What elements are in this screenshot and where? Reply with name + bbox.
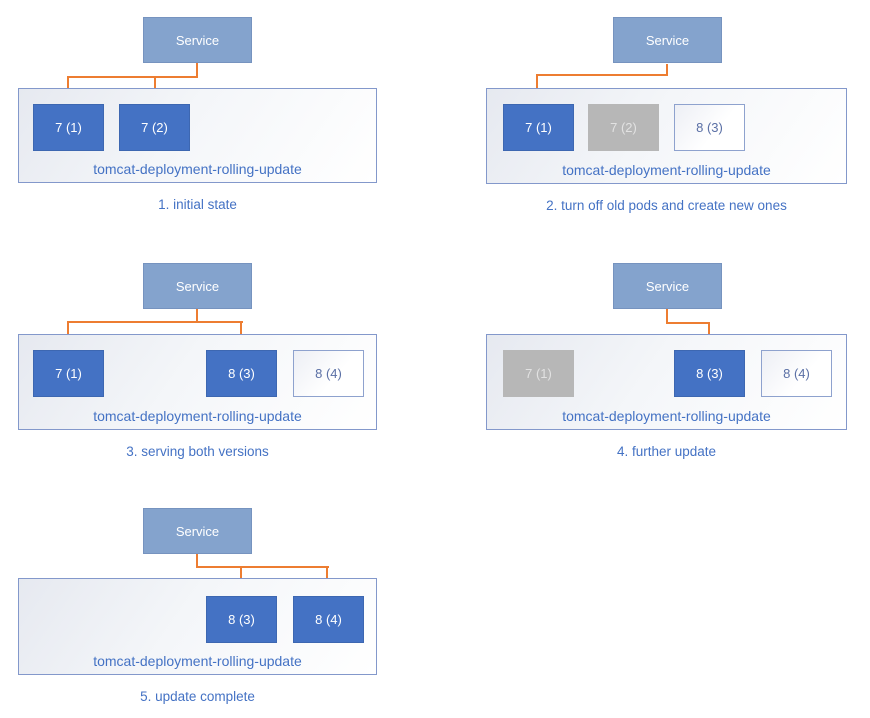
- arrow-drop: [536, 74, 538, 91]
- arrow-drop: [240, 566, 242, 587]
- service-box: Service: [613, 263, 722, 309]
- arrow-drop: [240, 321, 242, 337]
- panel-caption: 4. further update: [616, 444, 717, 459]
- pod-8-4: 8 (4): [293, 350, 364, 397]
- pod-7-1: 7 (1): [503, 350, 574, 397]
- panel-3-serving-both-versions: Service 7 (1) 8 (3) 8 (4) tomcat-deploym…: [0, 240, 435, 480]
- arrow-drop: [326, 566, 328, 587]
- pod-label: 8 (3): [696, 366, 723, 381]
- deployment-box: 8 (3) 8 (4) tomcat-deployment-rolling-up…: [18, 578, 377, 675]
- pod-8-3: 8 (3): [206, 596, 277, 643]
- pod-label: 8 (3): [228, 366, 255, 381]
- panel-1-initial-state: Service 7 (1) 7 (2) tomcat-deployment-ro…: [0, 0, 435, 240]
- pod-8-3: 8 (3): [674, 104, 745, 151]
- panel-caption: 3. serving both versions: [126, 444, 269, 459]
- pod-label: 8 (4): [315, 366, 342, 381]
- pod-label: 7 (1): [525, 366, 552, 381]
- deployment-label: tomcat-deployment-rolling-update: [562, 162, 771, 178]
- panel-4-further-update: Service 7 (1) 8 (3) 8 (4) tomcat-deploym…: [435, 240, 870, 480]
- pod-7-2: 7 (2): [119, 104, 190, 151]
- deployment-label: tomcat-deployment-rolling-update: [93, 161, 302, 177]
- panel-caption: 5. update complete: [140, 689, 255, 704]
- pod-7-1: 7 (1): [33, 350, 104, 397]
- deployment-box: 7 (1) 8 (3) 8 (4) tomcat-deployment-roll…: [486, 334, 847, 430]
- arrow-stem: [666, 64, 668, 76]
- arrow-drop: [67, 321, 69, 337]
- service-box: Service: [143, 263, 252, 309]
- service-box: Service: [143, 17, 252, 63]
- service-label: Service: [645, 32, 690, 48]
- panel-caption: 2. turn off old pods and create new ones: [546, 198, 787, 213]
- panel-caption: 1. initial state: [158, 197, 237, 212]
- pod-label: 7 (1): [55, 120, 82, 135]
- arrow-drop: [67, 76, 69, 92]
- arrow-stem: [196, 63, 198, 77]
- arrow-horizontal: [666, 322, 710, 324]
- pod-7-1: 7 (1): [33, 104, 104, 151]
- pod-label: 7 (2): [141, 120, 168, 135]
- panel-2-turn-off-old-pods: Service 7 (1) 7 (2) 8 (3) tomcat-deploym…: [435, 0, 870, 240]
- deployment-box: 7 (1) 7 (2) tomcat-deployment-rolling-up…: [18, 88, 377, 183]
- pod-7-2: 7 (2): [588, 104, 659, 151]
- pod-label: 7 (1): [525, 120, 552, 135]
- arrow-horizontal: [67, 321, 243, 323]
- service-label: Service: [175, 523, 220, 539]
- deployment-box: 7 (1) 8 (3) 8 (4) tomcat-deployment-roll…: [18, 334, 377, 430]
- pod-8-4: 8 (4): [761, 350, 832, 397]
- panel-5-update-complete: Service 8 (3) 8 (4) tomcat-deployment-ro…: [0, 480, 435, 718]
- service-label: Service: [175, 278, 220, 294]
- pod-label: 8 (4): [315, 612, 342, 627]
- deployment-box: 7 (1) 7 (2) 8 (3) tomcat-deployment-roll…: [486, 88, 847, 184]
- pod-8-4: 8 (4): [293, 596, 364, 643]
- arrow-horizontal: [67, 76, 198, 78]
- deployment-label: tomcat-deployment-rolling-update: [93, 653, 302, 669]
- arrow-horizontal: [196, 566, 329, 568]
- pod-label: 7 (1): [55, 366, 82, 381]
- pod-7-1: 7 (1): [503, 104, 574, 151]
- service-label: Service: [175, 32, 220, 48]
- service-box: Service: [613, 17, 722, 63]
- pod-label: 7 (2): [610, 120, 637, 135]
- service-box: Service: [143, 508, 252, 554]
- pod-label: 8 (3): [228, 612, 255, 627]
- pod-8-3: 8 (3): [674, 350, 745, 397]
- deployment-label: tomcat-deployment-rolling-update: [562, 408, 771, 424]
- pod-label: 8 (3): [696, 120, 723, 135]
- pod-label: 8 (4): [783, 366, 810, 381]
- pod-8-3: 8 (3): [206, 350, 277, 397]
- deployment-label: tomcat-deployment-rolling-update: [93, 408, 302, 424]
- arrow-stem: [196, 554, 198, 568]
- arrow-stem: [666, 309, 668, 324]
- service-label: Service: [645, 278, 690, 294]
- arrow-horizontal: [536, 74, 668, 76]
- arrow-drop: [708, 322, 710, 339]
- arrow-stem: [196, 309, 198, 323]
- arrow-drop: [154, 76, 156, 92]
